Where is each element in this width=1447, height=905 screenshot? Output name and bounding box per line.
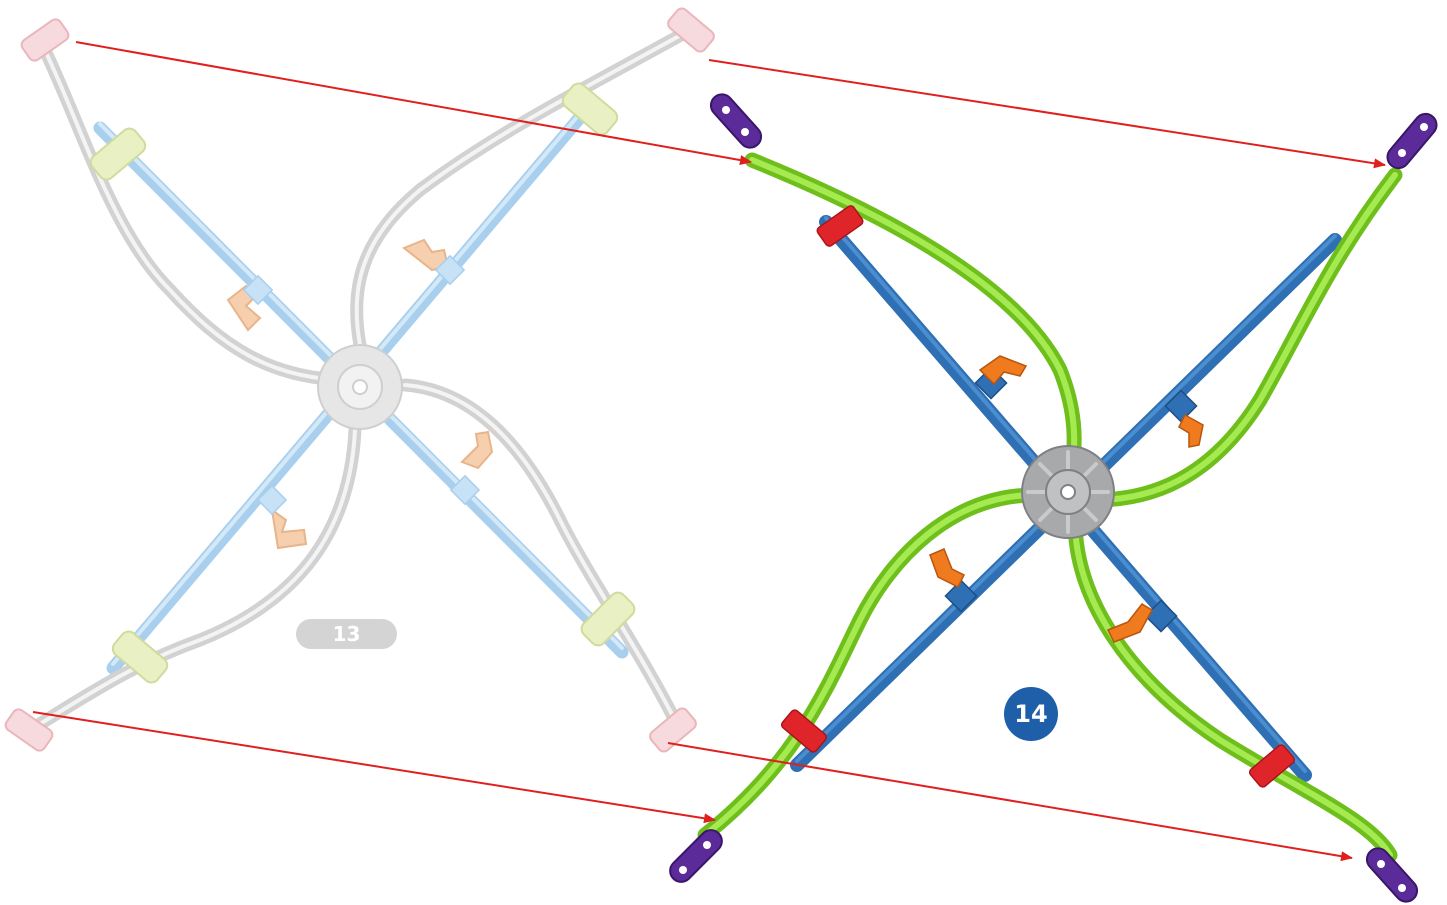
faded-hub: [317, 344, 403, 430]
orange-bracket: [929, 355, 1204, 643]
step-14-badge: 14: [1004, 687, 1058, 741]
faded-clip: [89, 82, 636, 684]
faded-assembly-step13: [4, 7, 715, 753]
star-connector-hub: [1021, 445, 1115, 539]
step-13-badge: 13: [296, 619, 397, 649]
red-clip: [780, 205, 1296, 788]
faded-end-connector: [4, 7, 715, 753]
direction-arrow-icon: [32, 41, 1386, 862]
rod-sleeve: [944, 366, 1198, 633]
faded-bracket: [226, 238, 494, 550]
assembly-step14: [669, 93, 1438, 903]
